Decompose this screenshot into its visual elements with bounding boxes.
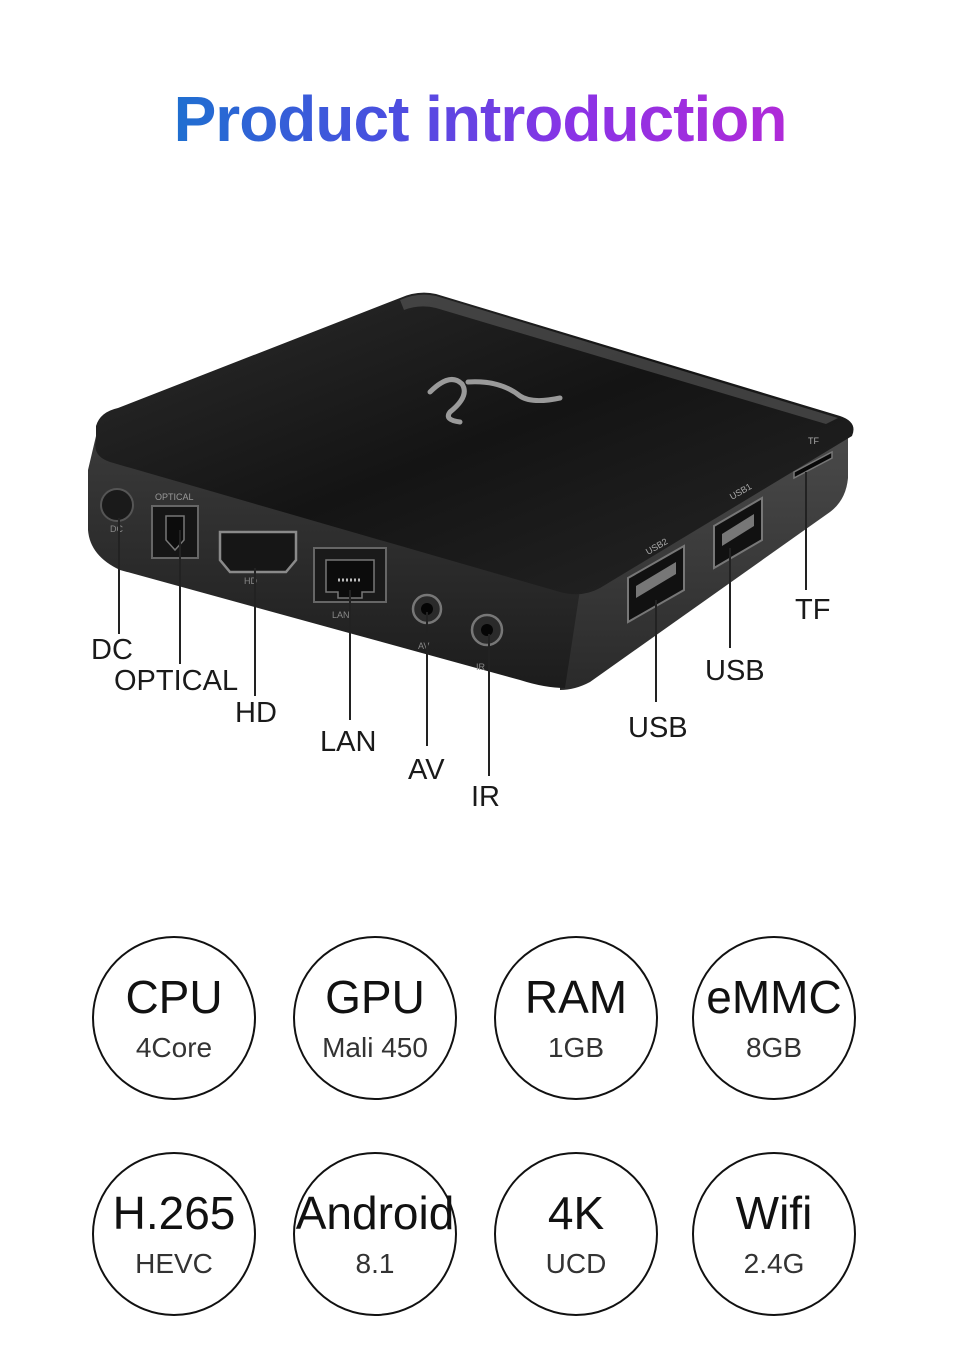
spec-title: Wifi: [735, 1187, 813, 1239]
label-tf: TF: [795, 594, 831, 626]
label-dc: DC: [91, 634, 133, 666]
spec-title: 4K: [547, 1187, 605, 1239]
svg-text:HD: HD: [244, 576, 257, 586]
svg-text:TF: TF: [808, 436, 819, 446]
callout-lines: [118, 472, 807, 776]
spec-title: H.265: [112, 1187, 236, 1239]
spec-title: RAM: [524, 971, 628, 1023]
brand-logo: [427, 377, 563, 425]
box-side-face: [560, 432, 848, 690]
spec-wifi: Wifi 2.4G: [692, 1152, 856, 1316]
label-av: AV: [408, 754, 445, 786]
spec-ram: RAM 1GB: [494, 936, 658, 1100]
spec-4k: 4K UCD: [494, 1152, 658, 1316]
spec-subtitle: HEVC: [135, 1248, 213, 1279]
label-usb-left: USB: [628, 712, 688, 744]
spec-title: Android: [295, 1187, 455, 1239]
spec-subtitle: 2.4G: [743, 1248, 805, 1279]
spec-title: GPU: [325, 971, 425, 1023]
tv-box-illustration: DC OPTICAL HD LAN AV IR USB2 USB1 TF: [88, 292, 854, 776]
svg-text:AV: AV: [418, 641, 429, 651]
tf-slot: [793, 450, 833, 480]
spec-gpu: GPU Mali 450: [293, 936, 457, 1100]
spec-subtitle: 4Core: [135, 1032, 213, 1063]
svg-text:DC: DC: [110, 524, 123, 534]
dc-port: [100, 488, 134, 522]
spec-subtitle: 8GB: [745, 1032, 803, 1063]
label-usb-right: USB: [705, 655, 765, 687]
label-ir: IR: [471, 781, 500, 813]
page-title: Product introduction: [173, 83, 788, 155]
spec-h265: H.265 HEVC: [92, 1152, 256, 1316]
svg-text:LAN: LAN: [332, 610, 350, 620]
svg-text:OPTICAL: OPTICAL: [155, 492, 194, 502]
spec-subtitle: Mali 450: [322, 1032, 428, 1063]
label-lan: LAN: [320, 726, 377, 758]
svg-text:IR: IR: [476, 662, 486, 672]
spec-subtitle: 8.1: [355, 1248, 395, 1279]
label-hd: HD: [235, 697, 277, 729]
spec-cpu: CPU 4Core: [92, 936, 256, 1100]
spec-android: Android 8.1: [293, 1152, 457, 1316]
spec-subtitle: 1GB: [547, 1032, 605, 1063]
spec-title: eMMC: [706, 971, 842, 1023]
spec-title: CPU: [125, 971, 223, 1023]
label-optical: OPTICAL: [114, 665, 239, 697]
spec-emmc: eMMC 8GB: [692, 936, 856, 1100]
hdmi-port: [218, 530, 298, 574]
spec-subtitle: UCD: [545, 1248, 607, 1279]
